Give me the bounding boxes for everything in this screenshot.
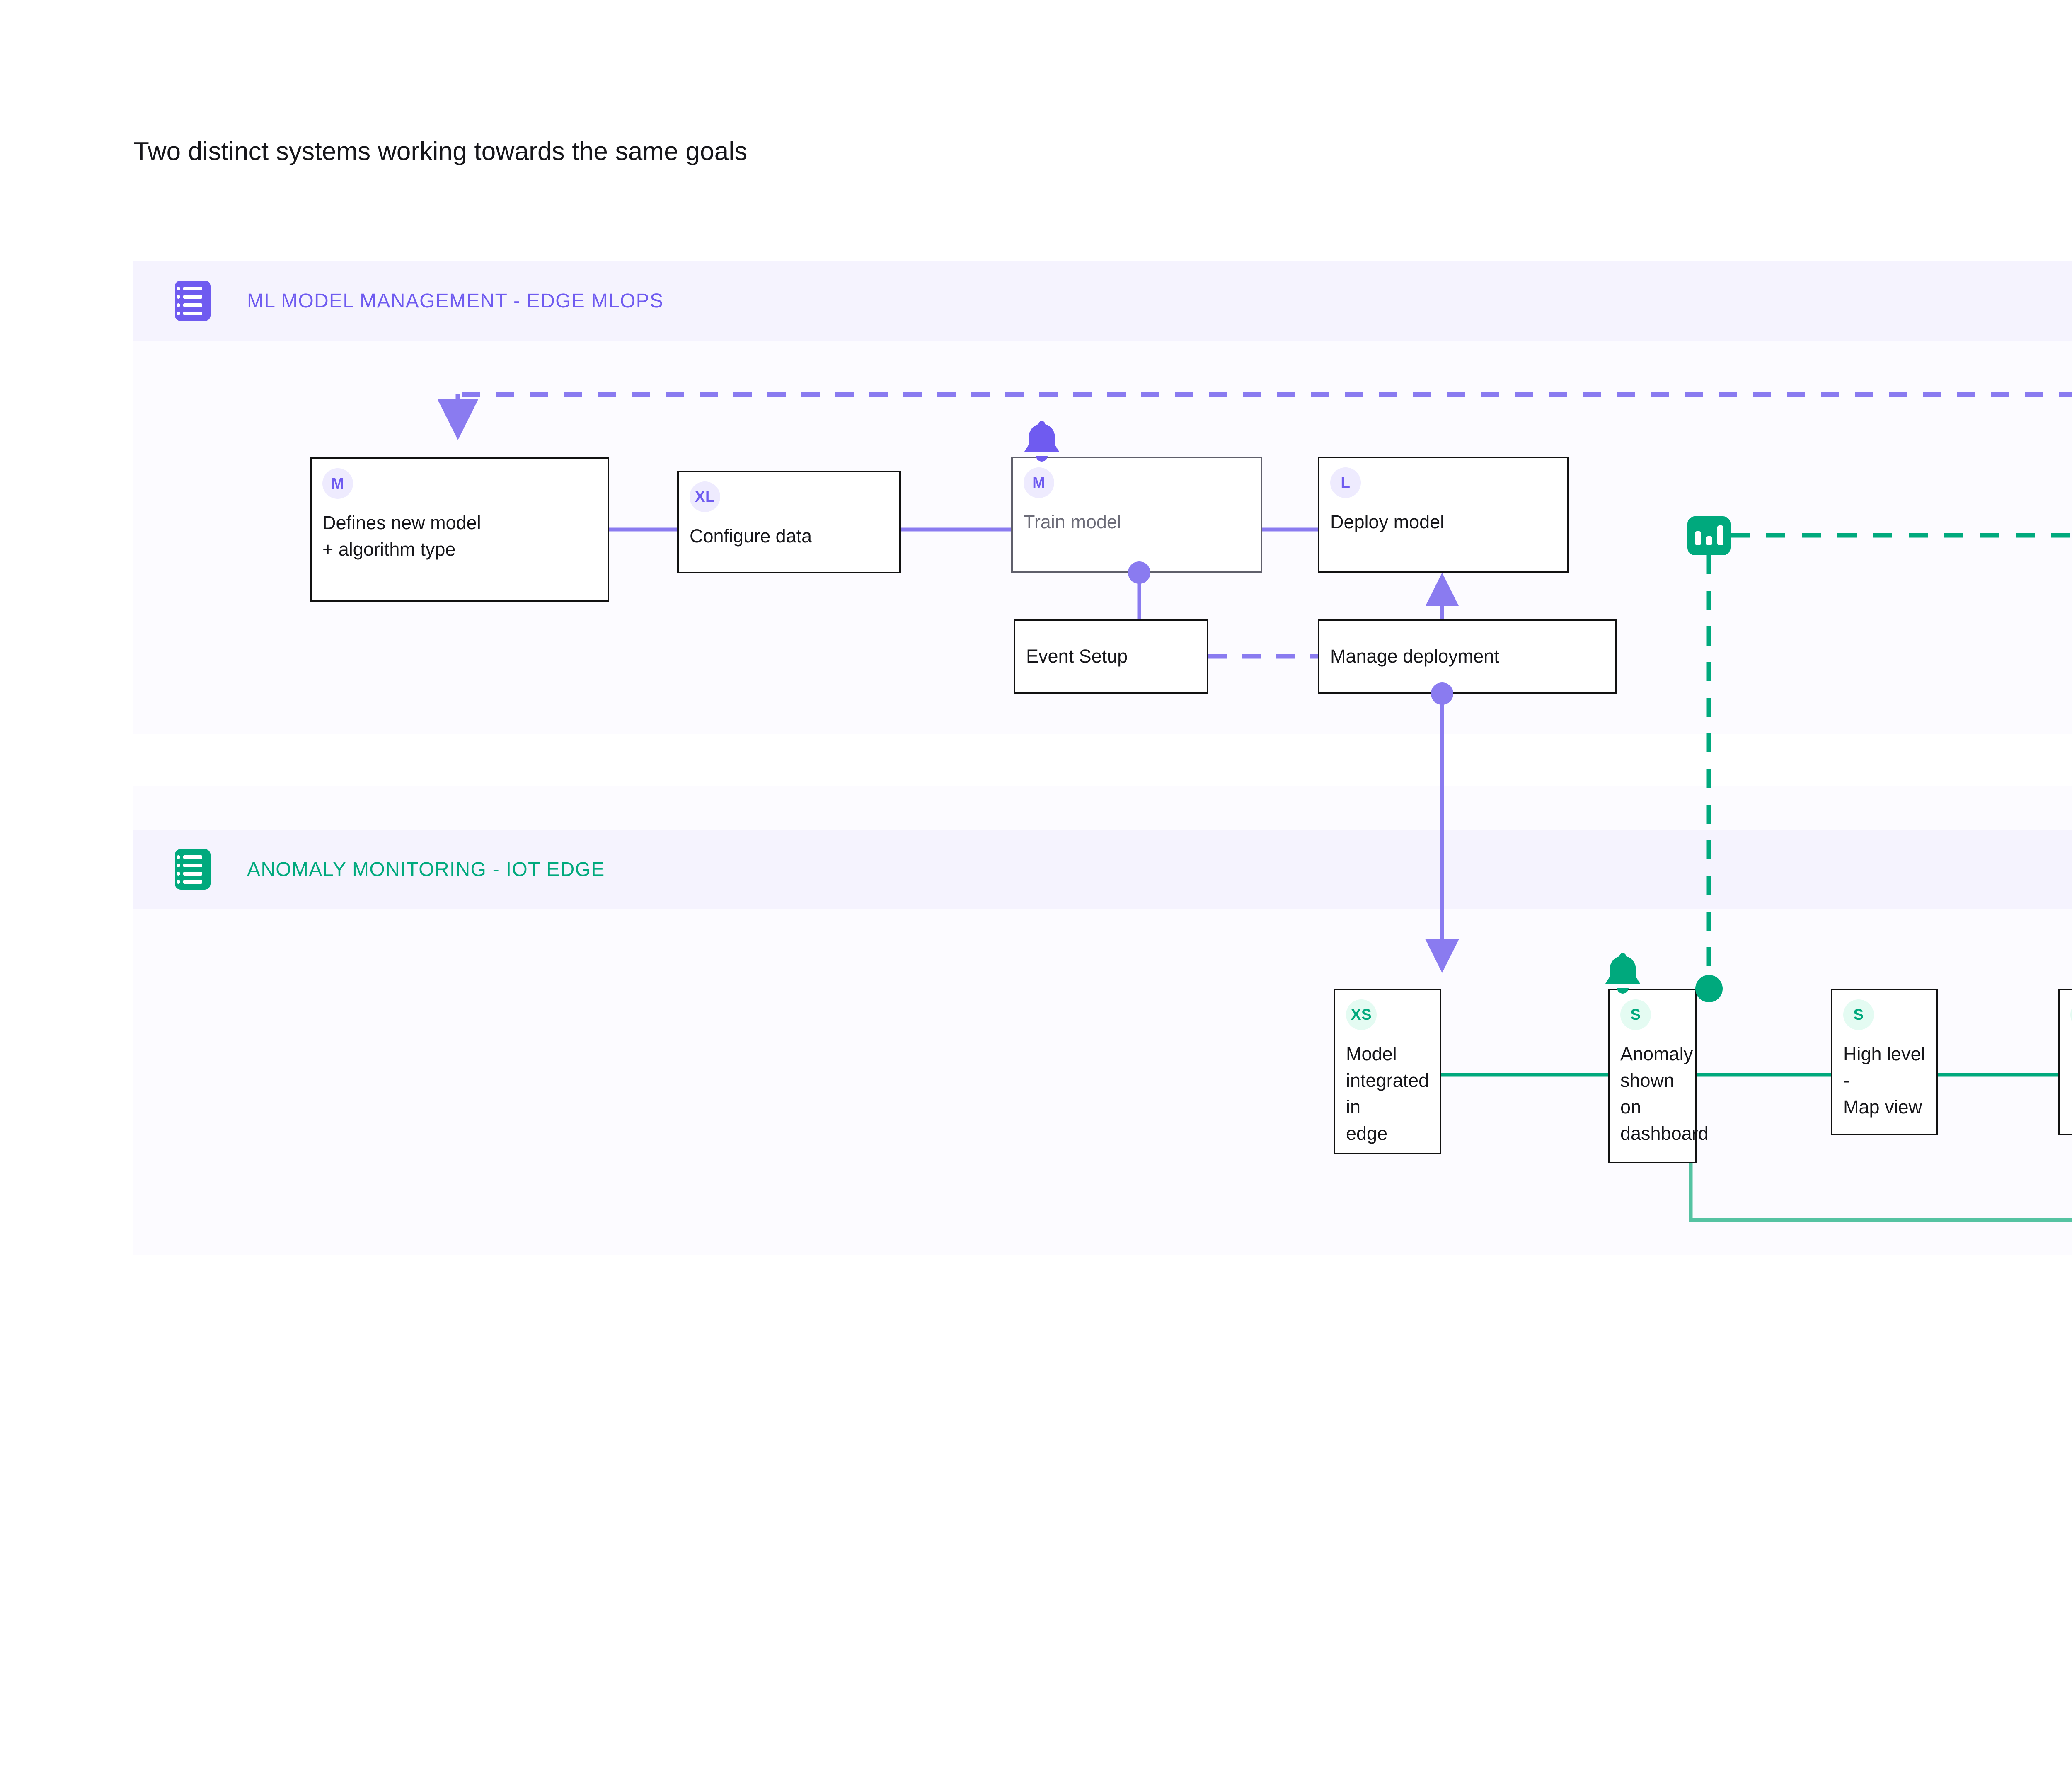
flow-size-badge: XS [1346, 999, 1377, 1030]
flow-size-badge: S [1843, 999, 1874, 1030]
section-header-mlops: ML MODEL MANAGEMENT - EDGE MLOPS [133, 261, 2072, 341]
flow-size-badge: L [1330, 467, 1361, 498]
node-label: Anomaly shown on dashboard [1620, 1043, 1709, 1144]
node-label: Configure data [690, 525, 812, 547]
node-anomaly-shown-on-dashboard[interactable]: S Anomaly shown on dashboard [1608, 989, 1709, 1164]
node-model-integrated-in-edge[interactable]: XS Model integrated in edge [1334, 989, 1441, 1154]
section-title-mlops: ML MODEL MANAGEMENT - EDGE MLOPS [247, 290, 664, 312]
section-gap-strip [133, 786, 2072, 830]
flow-size-badge: M [2070, 999, 2072, 1030]
bar-chart-chip-left [1687, 516, 1731, 555]
node-label: Deep dive into branch [2070, 1041, 2072, 1120]
alert-bell-green [1605, 953, 1640, 994]
node-configure-data[interactable]: XL Configure data [677, 471, 901, 573]
node-label: High level - Map view [1843, 1043, 1925, 1118]
page-title: Two distinct systems working towards the… [133, 137, 748, 166]
node-train-model[interactable]: M Train model [1011, 457, 1262, 573]
node-label: Deploy model [1330, 511, 1445, 532]
node-manage-deployment[interactable]: Manage deployment [1318, 619, 1617, 694]
flow-size-badge: XL [690, 481, 720, 512]
node-label: Manage deployment [1330, 646, 1499, 667]
node-high-level-map-view[interactable]: S High level - Map view [1831, 989, 1938, 1135]
flow-size-badge: M [322, 468, 353, 499]
list-square-icon [175, 281, 211, 321]
node-label: Defines new model + algorithm type [322, 512, 481, 560]
list-square-icon [175, 849, 211, 890]
section-body-anomaly [133, 909, 2072, 1255]
alert-bell-purple [1024, 421, 1059, 462]
node-event-setup[interactable]: Event Setup [1014, 619, 1208, 694]
section-header-anomaly: ANOMALY MONITORING - IOT EDGE [133, 830, 2072, 909]
flow-size-badge: M [1024, 467, 1054, 498]
node-label: Train model [1024, 511, 1121, 532]
section-title-anomaly: ANOMALY MONITORING - IOT EDGE [247, 858, 605, 880]
node-defines-new-model[interactable]: M Defines new model + algorithm type [310, 457, 609, 602]
node-label: Model integrated in edge [1346, 1043, 1429, 1144]
node-deploy-model[interactable]: L Deploy model [1318, 457, 1569, 573]
node-deep-dive-into-branch[interactable]: M Deep dive into branch [2058, 989, 2072, 1135]
flow-size-badge: S [1620, 999, 1651, 1030]
node-label: Event Setup [1026, 646, 1128, 667]
